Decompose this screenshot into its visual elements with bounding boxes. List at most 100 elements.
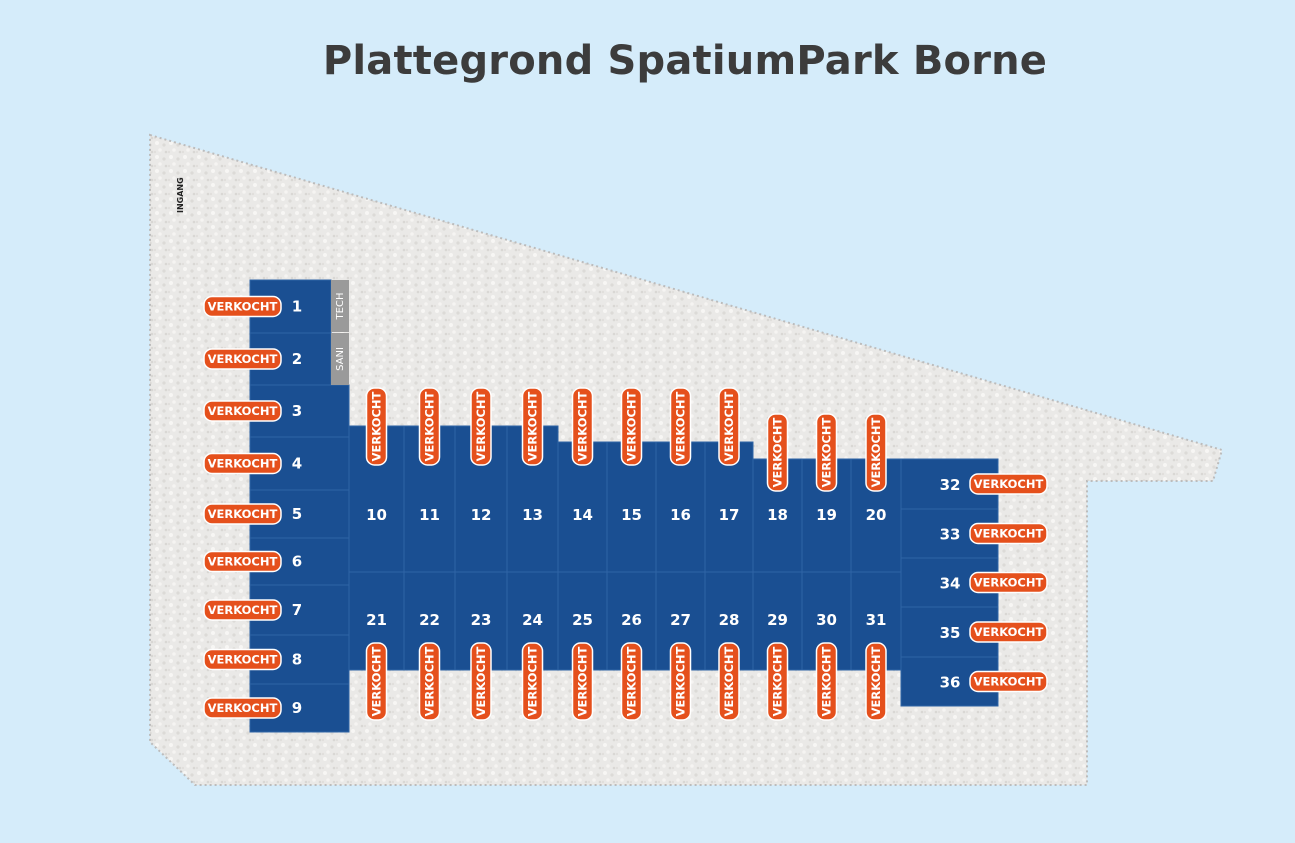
unit-number-29: 29 [767,611,788,629]
status-label-19: VERKOCHT [820,418,834,488]
status-label-17: VERKOCHT [722,392,736,462]
page-title: Plattegrond SpatiumPark Borne [322,38,1048,84]
status-label-4: VERKOCHT [208,457,278,471]
unit-number-7: 7 [292,601,302,619]
status-label-18: VERKOCHT [771,418,785,488]
unit-number-16: 16 [670,506,691,524]
status-badge-32 [969,473,1048,495]
status-label-5: VERKOCHT [208,507,278,521]
status-badge-14 [571,387,594,466]
status-badge-33 [969,522,1048,545]
status-label-24: VERKOCHT [526,647,540,717]
unit-number-14: 14 [572,506,593,524]
unit-number-20: 20 [866,506,887,524]
status-badge-24 [521,642,544,721]
unit-number-22: 22 [419,611,440,629]
status-badge-21 [365,642,388,721]
status-label-34: VERKOCHT [974,576,1044,590]
status-badge-9 [203,697,282,719]
status-label-26: VERKOCHT [625,647,639,717]
unit-number-30: 30 [816,611,837,629]
status-label-13: VERKOCHT [526,392,540,462]
status-badge-18 [766,413,789,492]
status-badge-35 [969,621,1048,643]
status-label-28: VERKOCHT [722,647,736,717]
status-label-22: VERKOCHT [423,647,437,717]
status-badge-19 [815,413,838,492]
status-label-25: VERKOCHT [576,647,590,717]
entrance-label: INGANG [176,177,185,213]
status-badge-27 [669,642,692,721]
status-label-9: VERKOCHT [208,701,278,715]
status-badge-10 [365,387,388,466]
unit-number-18: 18 [767,506,788,524]
unit-number-31: 31 [866,611,887,629]
status-label-35: VERKOCHT [974,625,1044,639]
unit-number-12: 12 [471,506,492,524]
unit-number-23: 23 [471,611,492,629]
status-badge-11 [418,387,441,466]
unit-number-5: 5 [292,505,302,523]
status-label-33: VERKOCHT [974,527,1044,541]
status-badge-29 [766,642,789,721]
unit-number-13: 13 [522,506,543,524]
tech-room [331,280,349,332]
unit-number-11: 11 [419,506,440,524]
unit-number-25: 25 [572,611,593,629]
unit-number-3: 3 [292,402,302,420]
status-badge-5 [203,503,282,525]
status-badge-17 [718,387,740,466]
unit-16[interactable] [655,441,706,573]
status-label-29: VERKOCHT [771,647,785,717]
status-label-16: VERKOCHT [674,392,688,462]
status-badge-20 [865,413,887,492]
status-label-2: VERKOCHT [208,352,278,366]
unit-number-17: 17 [719,506,740,524]
labels-layer: 1VERKOCHT2VERKOCHT3VERKOCHT4VERKOCHT5VER… [203,295,1048,721]
status-label-20: VERKOCHT [869,418,883,488]
status-badge-1 [203,295,282,318]
status-badge-28 [718,642,740,721]
status-badge-25 [571,642,594,721]
status-label-1: VERKOCHT [208,300,278,314]
status-badge-7 [203,599,282,621]
unit-number-9: 9 [292,699,302,717]
unit-number-28: 28 [719,611,740,629]
status-badge-6 [203,550,282,573]
tech-room-label: TECH [335,293,346,321]
status-label-11: VERKOCHT [423,392,437,462]
status-label-14: VERKOCHT [576,392,590,462]
status-badge-30 [815,642,838,721]
sani-room-label: SANI [335,347,346,371]
status-label-7: VERKOCHT [208,603,278,617]
status-label-6: VERKOCHT [208,555,278,569]
unit-number-6: 6 [292,553,302,571]
status-badge-12 [470,387,492,466]
status-label-3: VERKOCHT [208,404,278,418]
status-badge-4 [203,452,282,475]
status-badge-15 [620,387,643,466]
unit-number-2: 2 [292,350,302,368]
status-label-27: VERKOCHT [674,647,688,717]
unit-number-1: 1 [292,298,302,316]
status-badge-34 [969,571,1048,594]
status-label-8: VERKOCHT [208,653,278,667]
unit-number-27: 27 [670,611,691,629]
status-badge-16 [669,387,692,466]
status-badge-36 [969,670,1048,693]
status-badge-23 [470,642,492,721]
status-label-31: VERKOCHT [869,647,883,717]
unit-number-19: 19 [816,506,837,524]
unit-number-26: 26 [621,611,642,629]
status-badge-2 [203,348,282,370]
unit-number-36: 36 [940,674,961,692]
status-label-15: VERKOCHT [625,392,639,462]
status-badge-22 [418,642,441,721]
unit-number-32: 32 [940,476,961,494]
status-label-32: VERKOCHT [974,477,1044,491]
unit-number-34: 34 [940,575,961,593]
unit-number-8: 8 [292,651,302,669]
unit-number-24: 24 [522,611,543,629]
unit-number-15: 15 [621,506,642,524]
status-label-12: VERKOCHT [474,392,488,462]
